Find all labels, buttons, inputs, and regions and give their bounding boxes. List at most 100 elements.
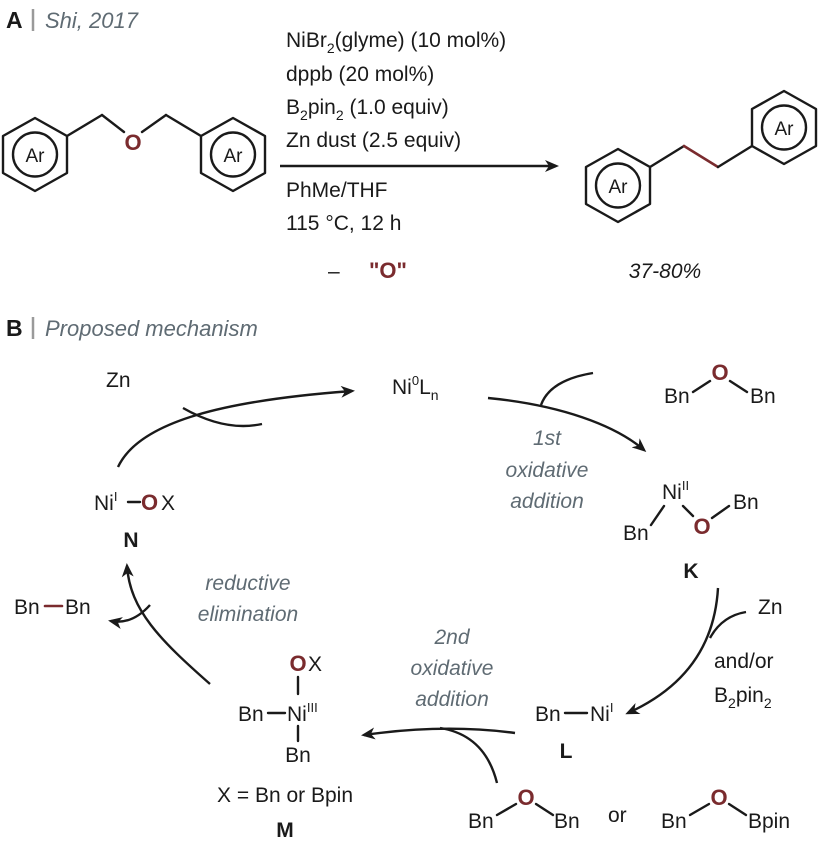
bibenzyl-product-structure: Ar Ar: [584, 89, 818, 224]
intermediate-k: NiII Bn O Bn K: [623, 478, 759, 583]
panel-b-letter: B: [6, 315, 23, 341]
substrate-bottom-incoming-arc: [439, 726, 499, 784]
panel-a-letter: A: [6, 7, 23, 33]
bottom-substrate1-bond-2: [534, 802, 555, 817]
c-o-bond-left: [100, 113, 126, 134]
panel-b-title: Proposed mechanism: [45, 316, 258, 341]
b2pin2-right: B2pin2: [714, 684, 772, 711]
product-right-ring: [750, 89, 818, 166]
condition-zinc: Zn dust (2.5 equiv): [286, 129, 461, 152]
product-bond-1: [648, 144, 686, 169]
step2-line1: 2nd: [433, 626, 470, 649]
arrow-k-to-l: [625, 587, 720, 715]
substrate-top-bn-left: Bn: [664, 385, 690, 408]
right-aromatic-ring: [199, 116, 267, 193]
ni0-catalyst: Ni0Ln: [392, 373, 439, 403]
product-left-ring-circle: [594, 162, 642, 209]
substrate-top-bond-1: [691, 379, 712, 394]
condition-ligand: dppb (20 mol%): [286, 63, 434, 86]
l-benzyl: Bn: [535, 703, 561, 726]
m-nickel: NiIII: [287, 700, 318, 726]
bottom-substrate2-bpin: Bpin: [748, 810, 790, 833]
k-bond-bn-ni: [649, 504, 666, 527]
x-definition-note: X = Bn or Bpin: [217, 784, 353, 807]
product-bond-3: [716, 144, 754, 169]
step1-line2: oxidative: [506, 459, 589, 482]
step1-line3: addition: [510, 490, 584, 513]
product-bn-left: Bn: [14, 596, 40, 619]
condition-solvent: PhMe/THF: [286, 179, 388, 202]
zn-b2pin2-incoming-arc: [708, 610, 747, 639]
dibenzyl-ether-structure: Ar O Ar: [1, 113, 267, 193]
intermediate-l: Bn NiI L: [535, 700, 613, 763]
zn-reductant-top: Zn: [106, 369, 131, 392]
m-benzyl-bottom: Bn: [285, 744, 311, 767]
bottom-substrate2-oxygen: O: [710, 785, 727, 810]
k-label: K: [683, 560, 698, 583]
bottom-substrate2-bn: Bn: [661, 810, 687, 833]
left-ring-circle: [11, 131, 59, 178]
step1-line1: 1st: [533, 427, 562, 450]
step2-line3: addition: [415, 688, 489, 711]
k-nickel: NiII: [662, 478, 689, 504]
arrow-ni0-to-k: [487, 396, 647, 452]
yield-range: 37-80%: [629, 260, 701, 283]
product-right-ring-circle: [760, 104, 808, 151]
new-cc-bond: [682, 144, 720, 169]
condition-b2pin2: B2pin2 (1.0 equiv): [286, 96, 449, 123]
zn-incoming-arc: [182, 406, 263, 428]
substrate-incoming-arc: [539, 371, 594, 406]
left-ring-label: Ar: [26, 146, 46, 167]
product-left-ring-label: Ar: [609, 177, 629, 198]
or-text: or: [608, 804, 627, 827]
benzyl-ch2-bond-right: [164, 113, 203, 138]
l-label: L: [560, 740, 573, 763]
m-label: M: [276, 819, 294, 842]
bottom-substrate1-bn-left: Bn: [468, 810, 494, 833]
bottom-substrate2-bond-2: [727, 802, 748, 817]
condition-catalyst: NiBr2(glyme) (10 mol%): [286, 29, 506, 56]
and-or-text: and/or: [714, 650, 774, 673]
step3-line1: reductive: [205, 572, 290, 595]
panel-a-citation: Shi, 2017: [45, 8, 139, 33]
c-o-bond-right: [140, 113, 168, 134]
n-nickel: NiI: [94, 489, 117, 515]
l-nickel: NiI: [590, 700, 613, 726]
n-x-group: X: [161, 492, 175, 515]
zn-reductant-right: Zn: [758, 596, 783, 619]
m-x-group: X: [308, 653, 322, 676]
bottom-substrate2-bond-1: [688, 802, 711, 817]
product-release-arrow: [108, 604, 151, 629]
substrate-top-bn-right: Bn: [750, 385, 776, 408]
condition-temperature-time: 115 °C, 12 h: [286, 212, 401, 235]
reaction-conditions: NiBr2(glyme) (10 mol%) dppb (20 mol%) B2…: [286, 29, 506, 283]
substrate-top-bond-2: [728, 379, 749, 394]
benzyl-ch2-bond-left: [65, 113, 104, 138]
right-ring-label: Ar: [224, 146, 244, 167]
bottom-substrate1-bn-right: Bn: [554, 810, 580, 833]
arrow-m-to-n: [121, 563, 211, 685]
k-oxygen: O: [693, 514, 710, 539]
intermediate-n: NiI O X N: [94, 489, 175, 552]
n-oxygen: O: [141, 490, 158, 515]
removed-oxygen: "O": [369, 258, 407, 283]
k-benzyl-right: Bn: [733, 491, 759, 514]
k-bond-ni-o: [681, 504, 695, 518]
right-ring-circle: [209, 131, 257, 178]
arrow-l-to-m: [361, 727, 516, 740]
intermediate-m: O X Bn NiIII Bn X = Bn or Bpin M: [217, 651, 353, 842]
m-oxygen: O: [289, 651, 306, 676]
substrate-top-oxygen: O: [711, 360, 728, 385]
k-bond-o-bn: [710, 504, 731, 520]
n-label: N: [123, 529, 138, 552]
bottom-substrate1-oxygen: O: [517, 785, 534, 810]
m-benzyl-left: Bn: [238, 703, 264, 726]
arrow-n-to-ni0: [116, 385, 355, 468]
bottom-substrate1-bond-1: [495, 802, 518, 817]
step3-line2: elimination: [198, 603, 298, 626]
product-right-ring-label: Ar: [775, 119, 795, 140]
ether-oxygen: O: [124, 130, 141, 155]
product-bn-right: Bn: [65, 596, 91, 619]
bottom-substrates: Bn O Bn or Bn O Bpin: [468, 785, 790, 833]
